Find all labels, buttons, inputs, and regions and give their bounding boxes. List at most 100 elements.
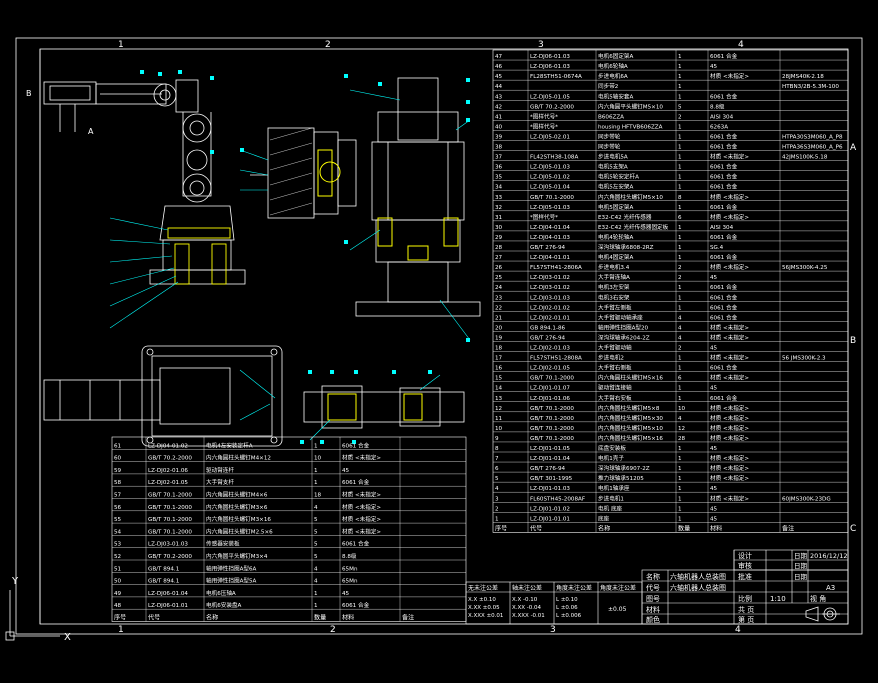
bom-right-cell-mat: 材质 <未指定> (710, 153, 749, 161)
tb-label-material: 材料 (646, 605, 660, 614)
bom-right-cell-mat: 6061 合金 (710, 253, 738, 261)
bom-right-cell-name: E32-C42 光纤传感器 (598, 213, 652, 221)
bom-left-cell-code: LZ-DJ06-01.04 (148, 591, 188, 597)
bom-right-cell-name: 内六角圆柱头螺钉M5×10 (598, 193, 663, 201)
bom-left-cell-name: 内六角圆柱头螺钉M3×16 (206, 515, 271, 523)
bom-right-cell-qty: 1 (678, 386, 682, 392)
bom-right-cell-no: 27 (495, 255, 503, 261)
bom-left-cell-code: GB/T 70.2-2000 (148, 456, 192, 462)
bom-right-cell-qty: 1 (678, 155, 682, 161)
bom-right-cell-no: 34 (495, 185, 503, 191)
tol-r1c2: L ±0.06 (556, 605, 578, 611)
bom-right-cell-no: 31 (495, 215, 503, 221)
bom-right-cell-code: LZ-DJ06-01.03 (530, 64, 570, 70)
bom-left-cell-no: 54 (114, 529, 122, 535)
bom-left-cell-no: 56 (114, 505, 122, 511)
bom-right-cell-code: LZ-DJ02-01.01 (530, 315, 570, 321)
bom-right-cell-mat: 材质 <未指定> (710, 323, 749, 331)
bom-right-cell-name: 步进电机2 (598, 354, 624, 362)
bom-left-cell-mat: 材质 <未指定> (342, 515, 381, 523)
bom-left-cell-no: 51 (114, 566, 122, 572)
bom-right-cell-code: LZ-DJ05-01.03 (530, 205, 570, 211)
bom-right-cell-name: 电机5轮安定杆A (598, 173, 639, 181)
bom-right-cell-mat: 45 (710, 386, 718, 392)
bom-right-cell-mat: 45 (710, 346, 718, 352)
tb-label-code: 代号 (646, 583, 660, 592)
top-view-arm[interactable] (43, 345, 283, 447)
bom-right-cell-name: B606ZZA (598, 114, 624, 120)
bom-right-cell-mat: 材质 <未指定> (710, 213, 749, 221)
bom-right-cell-mat: 6061 合金 (710, 143, 738, 151)
bom-right-cell-mat: 6061 合金 (710, 364, 738, 372)
bom-right-cell-no: 21 (495, 315, 503, 321)
bom-right-cell-mat: 材质 <未指定> (710, 434, 749, 442)
bom-right-cell-code: GB/T 70.1-2000 (530, 406, 574, 412)
bom-right-cell-mat: 6061 合金 (710, 394, 738, 402)
bom-right-cell-mat: AISI 304 (710, 114, 734, 120)
bom-right-cell-code: FL57STH41-2806A (530, 265, 582, 271)
bom-right-cell-qty: 1 (678, 225, 682, 231)
bom-right-cell-mat: 材质 <未指定> (710, 263, 749, 271)
bom-right-cell-qty: 1 (678, 396, 682, 402)
section-label-a: A (88, 127, 94, 136)
bom-right-cell-mat: 6263A (710, 124, 728, 130)
tol-h3: 角度未注公差 (600, 584, 636, 592)
side-view-label-b: B A (26, 89, 94, 136)
bom-right-cell-name: 内六角圆柱头螺钉M5×10 (598, 424, 663, 432)
bom-right-cell-name: 电机 底座 (598, 504, 623, 512)
motor-detail-view[interactable] (250, 127, 357, 219)
bom-right-cell-note: 56 JMS300K-2.3 (782, 356, 826, 362)
bom-right-cell-qty: 1 (678, 74, 682, 80)
bom-right-cell-mat: 材质 <未指定> (710, 72, 749, 80)
bom-right-cell-qty: 1 (678, 486, 682, 492)
zone-right-a: A (850, 143, 857, 153)
tol-r0c3: ±0.05 (608, 606, 627, 613)
bom-right-header-code: 代号 (530, 524, 542, 532)
bom-right-cell-name: 步进电机5A (598, 153, 628, 161)
bom-right-cell-name: 电机1轴承座 (598, 484, 630, 492)
side-view-section-fill (167, 227, 231, 285)
bom-right-cell-mat: 材质 <未指定> (710, 494, 749, 502)
bom-right-cell-code: LZ-DJ05-01.05 (530, 94, 570, 100)
bom-right-cell-mat: 材质 <未指定> (710, 404, 749, 412)
bom-left-cell-mat: 6061 合金 (342, 441, 370, 449)
tol-r2c0: X.XXX ±0.01 (468, 613, 503, 619)
bom-right-cell-name: 同步带轮 (598, 143, 621, 151)
tol-r1c0: X.XX ±0.05 (468, 605, 500, 611)
bom-right-cell-qty: 1 (678, 356, 682, 362)
bom-right-cell-code: LZ-DJ01-01.01 (530, 516, 570, 522)
bom-right-cell-qty: 28 (678, 436, 686, 442)
section-view-wrist[interactable] (303, 385, 465, 429)
bom-left-cell-qty: 10 (314, 456, 322, 462)
bom-right-cell-no: 33 (495, 195, 503, 201)
tol-h0: 无未注公差 (468, 584, 498, 592)
bom-right-cell-qty: 1 (678, 165, 682, 171)
bom-left-cell-name: 电机6安装盘A (206, 601, 242, 609)
front-view-arm[interactable] (355, 77, 481, 317)
bom-right-cell-no: 14 (495, 386, 503, 392)
side-view-arm[interactable] (43, 79, 246, 285)
bom-left-cell-qty: 1 (314, 443, 318, 449)
bom-right-cell-name: 电机3右安架 (598, 293, 630, 301)
zone-top-4: 4 (738, 40, 744, 50)
bom-right-cell-qty: 1 (678, 185, 682, 191)
bom-left-cell-qty: 5 (314, 554, 318, 560)
bom-right-cell-qty: 1 (678, 84, 682, 90)
